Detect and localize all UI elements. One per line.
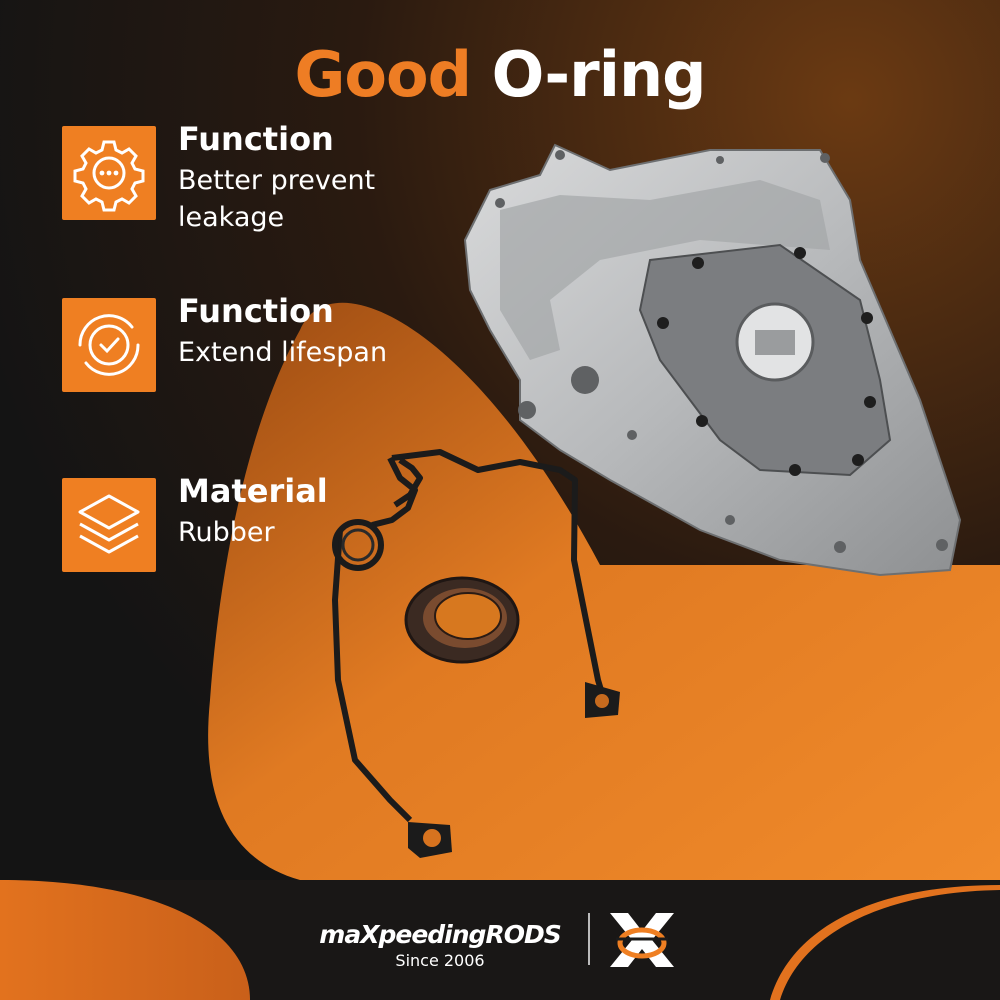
brand-divider [588,913,590,965]
brand-logo: maXpeedingRODS Since 2006 [315,920,565,970]
feature-description: Better prevent leakage [178,165,376,233]
feature-title: Function [178,292,334,330]
xr-logo-icon [610,913,674,967]
layers-icon [62,478,156,572]
check-badge-icon [62,298,156,392]
page-title: Good O-ring [0,38,1000,111]
brand-since: Since 2006 [395,951,485,970]
gear-icon [62,126,156,220]
brand-name: maXpeedingRODS [319,920,561,949]
feature-title: Material [178,472,328,510]
title-word-oring: O-ring [491,38,707,111]
feature-description: Rubber [178,517,275,548]
title-word-good: Good [294,38,472,111]
feature-description: Extend lifespan [178,337,388,368]
feature-title: Function [178,120,334,158]
